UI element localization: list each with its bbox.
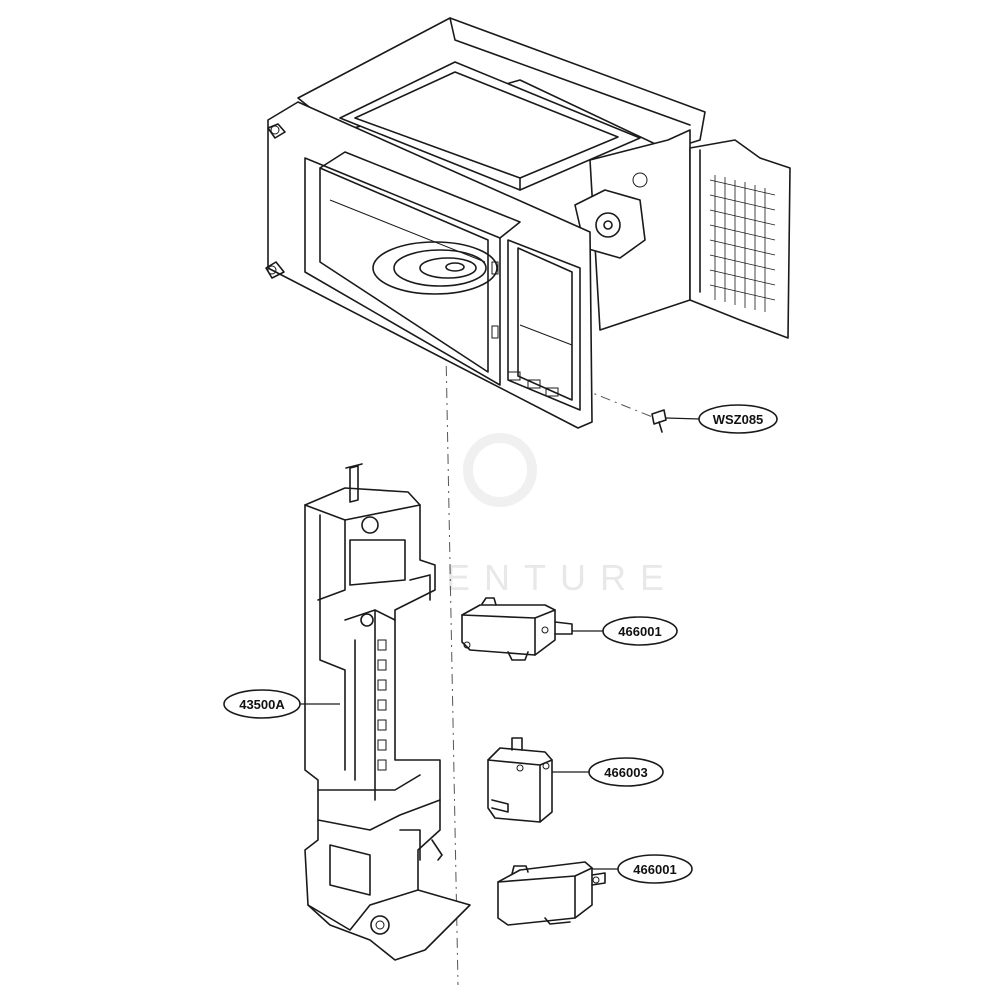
switch-upper-part [461,597,573,661]
latch-teeth [377,639,387,771]
callout-switch-upper-label: 466001 [618,624,661,639]
callout-switch-middle: 466003 [552,757,664,787]
assembly-centerline [444,299,459,986]
screw-alignment-line [559,379,656,419]
callout-switch-lower-label: 466001 [633,862,676,877]
callout-switch-middle-label: 466003 [604,765,647,780]
callout-switch-lower: 466001 [592,854,693,884]
callout-screw: WSZ085 [665,404,778,434]
switch-lower-part [497,861,606,926]
switch-middle-part [487,737,553,823]
vent-grille [709,175,776,312]
callout-screw-label: WSZ085 [713,412,764,427]
callout-latch-bracket-label: 43500A [239,697,285,712]
latch-bracket-part [304,463,471,961]
callout-latch-bracket: 43500A [223,689,340,719]
turntable [372,241,498,295]
screw-part [651,409,667,433]
microwave-cavity-assembly [265,17,791,429]
callout-switch-upper: 466001 [572,616,678,646]
